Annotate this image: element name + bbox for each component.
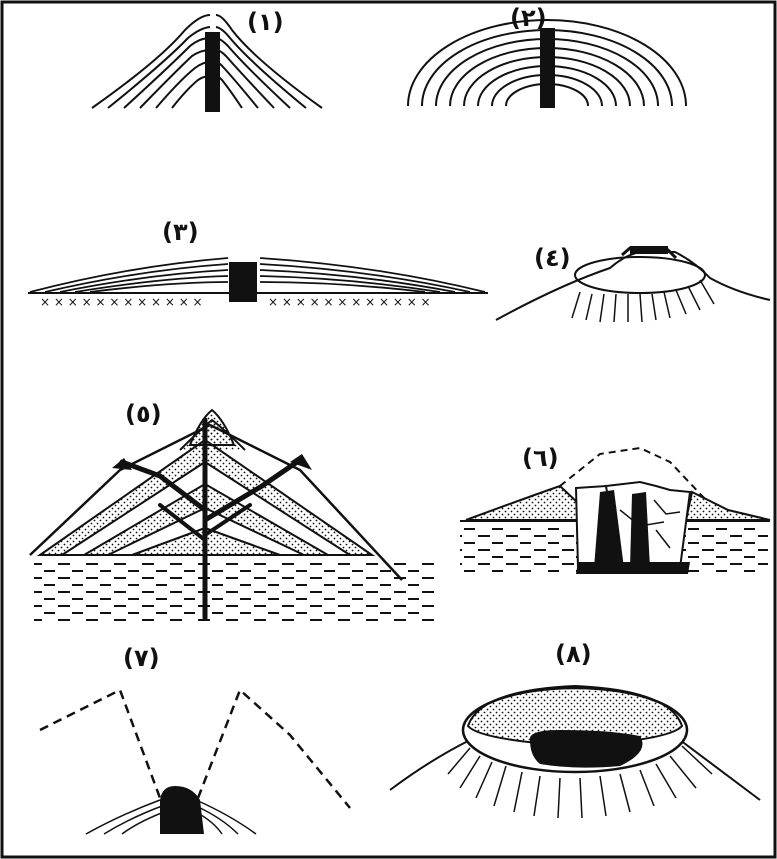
panel-6-diagram <box>460 448 770 574</box>
panel-3-label: (٣) <box>162 218 199 246</box>
panel-1-label: (١) <box>247 8 284 36</box>
panel-1-diagram <box>92 15 322 112</box>
panel-8-label: (٨) <box>555 640 592 668</box>
panel-2-conduit <box>540 28 555 108</box>
panel-2-label: (٢) <box>510 4 547 32</box>
panel-7-diagram <box>40 690 350 834</box>
panel-8-diagram <box>390 686 760 818</box>
panel-5-label: (٥) <box>125 400 162 428</box>
panel-1-conduit <box>205 32 220 112</box>
panel-6-label: (٦) <box>522 444 559 472</box>
panel-4-crater-rim <box>630 246 668 254</box>
panel-5-diagram <box>30 410 436 622</box>
panel-3-conduit <box>229 262 257 302</box>
panel-7-label: (٧) <box>123 644 160 672</box>
svg-text:× × × × × × × × × × × ×: × × × × × × × × × × × × <box>40 295 203 309</box>
svg-text:× × × × × × × × × × × ×: × × × × × × × × × × × × <box>268 295 431 309</box>
panel-4-label: (٤) <box>534 244 571 272</box>
panel-3-diagram <box>28 258 488 293</box>
